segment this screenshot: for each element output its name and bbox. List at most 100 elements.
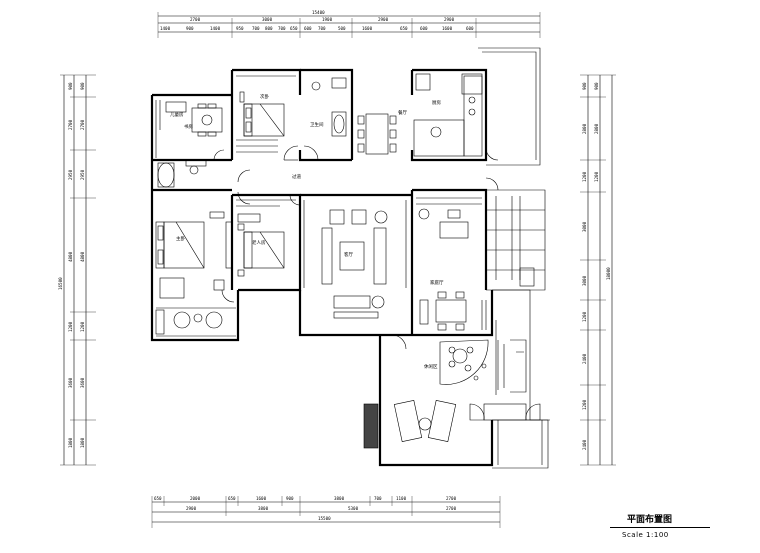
left-dim2-4: 4800 bbox=[80, 251, 85, 262]
top-dim2-10: 700 bbox=[318, 26, 326, 31]
bed-master bbox=[155, 211, 233, 299]
right-dim-8: 1200 bbox=[582, 399, 587, 410]
top-dim-1: 2700 bbox=[190, 17, 201, 22]
left-dim-3: 2950 bbox=[68, 169, 73, 180]
label-family: 家庭厅 bbox=[430, 279, 444, 286]
left-dim-1: 900 bbox=[68, 82, 73, 90]
top-dim2-14: 600 bbox=[420, 26, 428, 31]
bottom-dim-2: 2000 bbox=[190, 496, 201, 501]
bathroom-fixtures-left bbox=[157, 159, 207, 188]
bathroom-fixtures-top bbox=[311, 77, 347, 137]
room-labels: 儿童房 书房 次卧 卫生间 餐厅 厨房 过道 主卧 老人房 客厅 家庭厅 休闲区 bbox=[170, 93, 444, 370]
label-bedroom2: 次卧 bbox=[260, 93, 269, 100]
living-room-furniture bbox=[321, 209, 388, 319]
walls bbox=[150, 47, 550, 469]
left-dim-2: 2700 bbox=[68, 119, 73, 130]
top-total-dim: 15400 bbox=[312, 10, 325, 15]
label-bath: 卫生间 bbox=[310, 121, 324, 128]
leisure-round-area bbox=[439, 339, 489, 385]
bottom-total-dim: 15500 bbox=[318, 516, 331, 521]
top-dimensions: 15400 2700 3000 1900 2900 2900 1400 900 … bbox=[157, 10, 541, 38]
label-guest-room: 儿童房 bbox=[170, 111, 184, 118]
right-total-dim: 18000 bbox=[606, 267, 611, 280]
label-bedroom3: 老人房 bbox=[252, 239, 266, 246]
left-dim-6: 3600 bbox=[68, 377, 73, 388]
left-total-dim: 16500 bbox=[58, 277, 63, 290]
left-dim2-7: 1800 bbox=[80, 437, 85, 448]
bottom-dim-8: 1100 bbox=[396, 496, 407, 501]
kitchen-counter bbox=[413, 73, 483, 157]
label-living: 客厅 bbox=[344, 251, 353, 258]
dining-table bbox=[357, 113, 397, 155]
title-underline bbox=[610, 527, 710, 528]
label-master: 主卧 bbox=[176, 235, 185, 242]
label-study: 书房 bbox=[184, 123, 193, 130]
right-dim-1: 900 bbox=[582, 82, 587, 90]
top-dim2-4: 950 bbox=[236, 26, 244, 31]
top-dim2-6: 800 bbox=[265, 26, 273, 31]
right-dim-5: 3000 bbox=[582, 275, 587, 286]
right-dim-3: 1200 bbox=[582, 171, 587, 182]
right-dim-2: 2800 bbox=[582, 123, 587, 134]
top-dim-3: 1900 bbox=[322, 17, 333, 22]
left-dim-5: 1200 bbox=[68, 321, 73, 332]
label-kitchen: 厨房 bbox=[432, 99, 441, 106]
top-dim2-15: 1600 bbox=[442, 26, 453, 31]
right-dim-7: 2400 bbox=[582, 353, 587, 364]
right-dim2-3: 1200 bbox=[594, 171, 599, 182]
top-dim2-1: 1400 bbox=[160, 26, 171, 31]
top-dim2-13: 650 bbox=[400, 26, 408, 31]
left-dimensions: 16500 900 2700 2950 4800 1200 3600 1800 … bbox=[58, 74, 96, 466]
terrace-furniture bbox=[363, 399, 541, 449]
doors bbox=[213, 145, 499, 350]
bed-bedroom2 bbox=[239, 91, 285, 137]
right-dim-4: 3000 bbox=[582, 221, 587, 232]
top-dim2-12: 1600 bbox=[362, 26, 373, 31]
top-dim2-2: 900 bbox=[186, 26, 194, 31]
right-dim-9: 2400 bbox=[582, 439, 587, 450]
table-set-guest bbox=[165, 101, 223, 137]
right-dim2-1: 900 bbox=[594, 82, 599, 90]
top-dim2-11: 500 bbox=[338, 26, 346, 31]
lounge-chairs-master bbox=[155, 309, 223, 335]
top-dim2-3: 1400 bbox=[210, 26, 221, 31]
top-dim2-9: 600 bbox=[304, 26, 312, 31]
left-dim2-5: 1200 bbox=[80, 321, 85, 332]
left-dim2-1: 900 bbox=[80, 82, 85, 90]
right-dim2-2: 2800 bbox=[594, 123, 599, 134]
left-dim2-3: 2950 bbox=[80, 169, 85, 180]
left-dim-4: 4800 bbox=[68, 251, 73, 262]
bottom-dim-6: 3800 bbox=[334, 496, 345, 501]
bottom-dim2-3: 5300 bbox=[348, 506, 359, 511]
top-dim2-8: 650 bbox=[290, 26, 298, 31]
top-dim-4: 2900 bbox=[378, 17, 389, 22]
bottom-dimensions: 650 2000 650 1600 900 3800 700 1100 2700… bbox=[151, 496, 501, 528]
left-dim-7: 1800 bbox=[68, 437, 73, 448]
stairs bbox=[486, 209, 545, 390]
bed-bedroom3 bbox=[237, 213, 285, 277]
drawing-title: 平面布置图 bbox=[627, 515, 673, 525]
family-room-furniture bbox=[418, 208, 469, 331]
bottom-dim-3: 650 bbox=[228, 496, 236, 501]
bottom-dim-4: 1600 bbox=[256, 496, 267, 501]
right-dimensions: 18000 900 2800 1200 3000 3000 1200 2400 … bbox=[580, 74, 616, 466]
bottom-dim2-2: 3800 bbox=[258, 506, 269, 511]
top-dim2-7: 700 bbox=[278, 26, 286, 31]
bottom-dim-5: 900 bbox=[286, 496, 294, 501]
label-tea-area: 休闲区 bbox=[424, 363, 438, 370]
label-hall: 过道 bbox=[292, 173, 301, 180]
top-dim-5: 2900 bbox=[444, 17, 455, 22]
label-dining: 餐厅 bbox=[398, 109, 407, 116]
top-dim-2: 3000 bbox=[262, 17, 273, 22]
drawing-scale: Scale 1:100 bbox=[622, 531, 669, 539]
wall-details bbox=[155, 75, 487, 337]
bottom-dim2-1: 2900 bbox=[186, 506, 197, 511]
left-dim2-6: 3600 bbox=[80, 377, 85, 388]
bottom-dim2-4: 2700 bbox=[446, 506, 457, 511]
bottom-dim-1: 650 bbox=[154, 496, 162, 501]
bottom-dim-9: 2700 bbox=[446, 496, 457, 501]
top-dim-row-2: 1400 900 1400 950 700 800 700 650 600 70… bbox=[160, 26, 474, 31]
left-dim2-2: 2700 bbox=[80, 119, 85, 130]
top-dim2-16: 600 bbox=[466, 26, 474, 31]
